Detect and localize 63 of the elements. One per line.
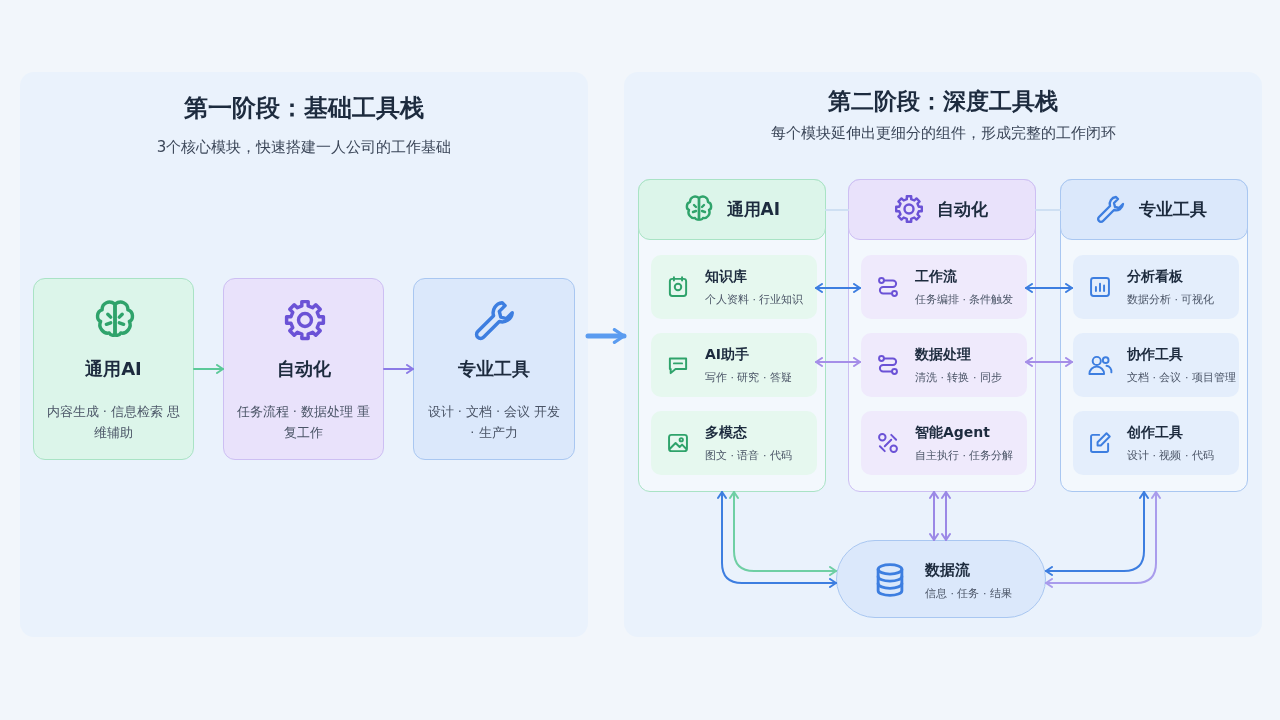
column-title: 专业工具 [1138, 197, 1207, 221]
component-card [651, 411, 817, 475]
component-subtitle: 清洗 · 转换 · 同步 [915, 370, 1002, 385]
card-text: 任务流程 · 数据处理 重复工作 [235, 403, 372, 442]
arrow [941, 491, 951, 541]
arrow [717, 491, 837, 588]
arrow [1045, 491, 1149, 576]
hub-title: 数据流 [925, 561, 970, 580]
component-subtitle: 个人资料 · 行业知识 [705, 292, 804, 307]
component-title: 多模态 [705, 424, 747, 442]
arrow [929, 491, 939, 541]
arrow [1025, 283, 1073, 293]
arrow [585, 328, 627, 344]
arrow [1025, 357, 1073, 367]
component-title: 数据处理 [915, 346, 971, 364]
card-text: 内容生成 · 信息检索 思维辅助 [45, 403, 182, 442]
module-card [223, 278, 384, 460]
component-card [861, 411, 1027, 475]
module-column [848, 179, 1036, 492]
component-title: 协作工具 [1127, 346, 1183, 364]
stage-panel [20, 72, 588, 637]
arrow [193, 364, 224, 374]
card-text: 设计 · 文档 · 会议 开发 · 生产力 [426, 403, 562, 442]
component-title: 创作工具 [1127, 424, 1183, 442]
card-title: 通用AI [84, 357, 143, 381]
arrow [1045, 491, 1161, 588]
component-subtitle: 文档 · 会议 · 项目管理 [1127, 370, 1236, 385]
component-subtitle: 图文 · 语音 · 代码 [705, 448, 792, 463]
stage-subtitle: 3个核心模块，快速搭建一人公司的工作基础 [155, 138, 453, 157]
arrow [729, 491, 837, 576]
component-card [1073, 255, 1239, 319]
component-subtitle: 任务编排 · 条件触发 [915, 292, 1014, 307]
component-card [861, 255, 1027, 319]
stage-subtitle: 每个模块延伸出更细分的组件，形成完整的工作闭环 [769, 124, 1117, 143]
component-title: 分析看板 [1127, 268, 1183, 286]
card-title: 专业工具 [457, 357, 531, 381]
component-card [1073, 411, 1239, 475]
column-title: 通用AI [726, 197, 780, 221]
stage-panel [624, 72, 1262, 637]
component-subtitle: 写作 · 研究 · 答疑 [705, 370, 792, 385]
card-title: 自动化 [275, 357, 332, 381]
component-card [651, 333, 817, 397]
component-subtitle: 数据分析 · 可视化 [1127, 292, 1215, 307]
module-card [413, 278, 575, 460]
module-column [1060, 179, 1248, 492]
component-subtitle: 设计 · 视频 · 代码 [1127, 448, 1214, 463]
component-title: 工作流 [915, 268, 957, 286]
module-column [638, 179, 826, 492]
component-subtitle: 自主执行 · 任务分解 [915, 448, 1014, 463]
arrow [815, 357, 861, 367]
stage-title: 第一阶段：基础工具栈 [183, 93, 425, 124]
arrow [383, 364, 414, 374]
component-title: AI助手 [705, 346, 750, 364]
component-card [651, 255, 817, 319]
component-card [861, 333, 1027, 397]
component-card [1073, 333, 1239, 397]
component-title: 智能Agent [915, 424, 990, 442]
arrow [815, 283, 861, 293]
hub-subtitle: 信息 · 任务 · 结果 [925, 586, 1012, 601]
module-card [33, 278, 194, 460]
stage-title: 第二阶段：深度工具栈 [827, 87, 1059, 116]
component-title: 知识库 [705, 268, 747, 286]
column-title: 自动化 [936, 197, 988, 221]
